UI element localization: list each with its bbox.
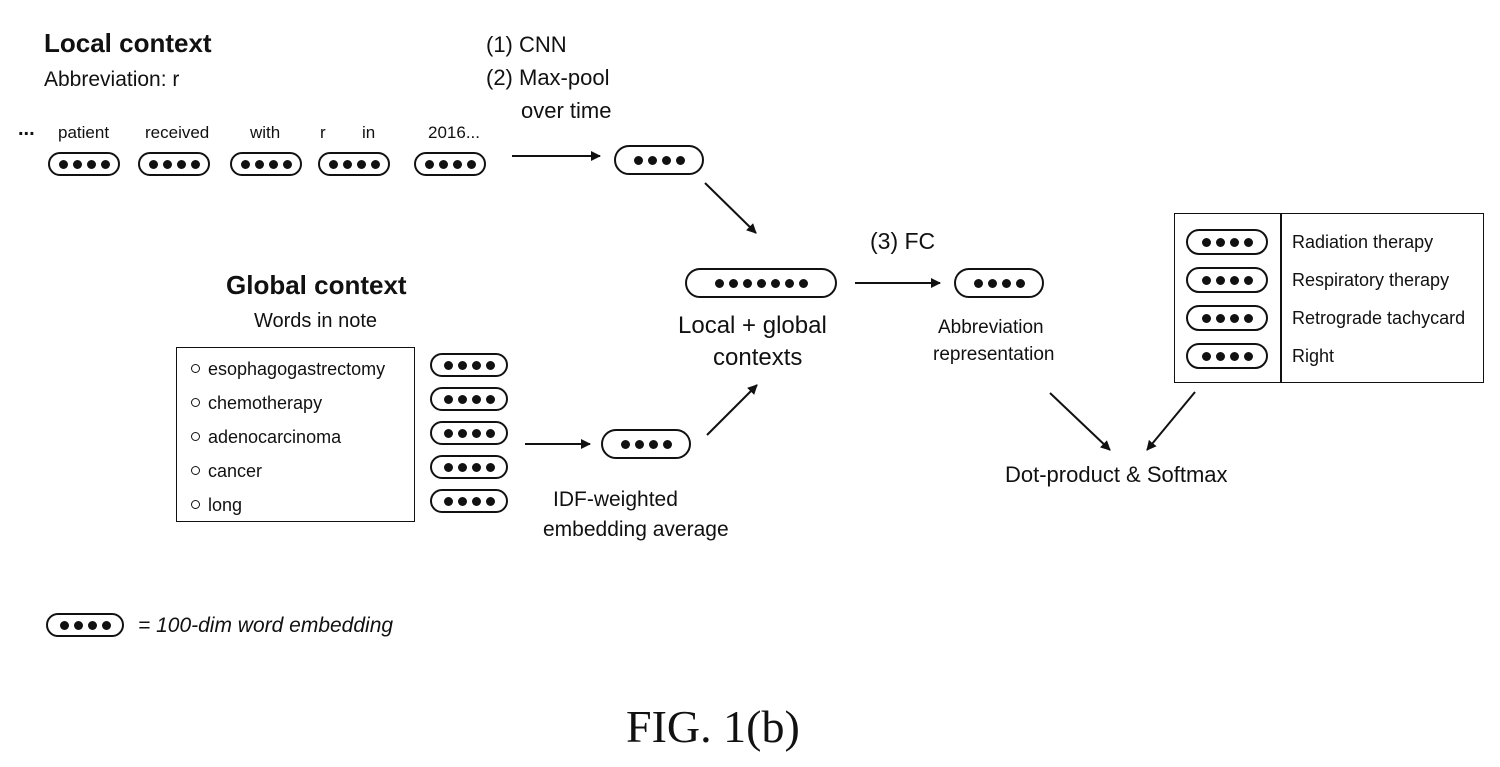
idf-label-line1: IDF-weighted (553, 488, 678, 511)
legend-text: = 100-dim word embedding (138, 614, 394, 637)
sense-embedding-4 (1186, 343, 1268, 369)
note-embedding-4 (430, 455, 508, 479)
abbrev-rep-line1: Abbreviation (938, 317, 1044, 338)
abbrev-rep-line2: representation (933, 344, 1055, 365)
idf-label-line2: embedding average (543, 518, 729, 541)
sense-embedding-3 (1186, 305, 1268, 331)
global-context-subtitle: Words in note (254, 310, 378, 332)
local-embedding-1 (48, 152, 120, 176)
combined-label-line1: Local + global (678, 312, 827, 339)
local-word-with: with (250, 123, 281, 142)
figure-label: FIG. 1(b) (626, 701, 800, 752)
sense-label-3: Retrograde tachycard (1292, 308, 1466, 328)
local-embedding-2 (138, 152, 210, 176)
legend-embedding (46, 613, 124, 637)
abbreviation-representation-embedding (954, 268, 1044, 298)
idf-average-embedding (601, 429, 691, 459)
note-word-4: cancer (191, 461, 262, 482)
words-in-note-box (176, 347, 415, 522)
arrow-rep-to-output (1049, 392, 1111, 451)
sense-embedding-2 (1186, 267, 1268, 293)
senses-divider (1280, 214, 1282, 382)
local-word-2016: 2016... (428, 123, 480, 142)
local-word-patient: patient (58, 123, 110, 142)
local-embedding-3 (230, 152, 302, 176)
note-word-5: long (191, 495, 242, 516)
arrow-senses-to-output (1146, 391, 1196, 451)
step-maxpool-line1: (2) Max-pool (486, 65, 610, 90)
arrow-global-to-combined (706, 384, 758, 436)
note-word-3: adenocarcinoma (191, 427, 341, 448)
sense-label-4: Right (1292, 346, 1335, 366)
sense-label-1: Radiation therapy (1292, 232, 1434, 252)
local-word-r: r (320, 123, 326, 142)
note-embedding-5 (430, 489, 508, 513)
note-embedding-1 (430, 353, 508, 377)
step-cnn: (1) CNN (486, 32, 567, 57)
note-embedding-2 (430, 387, 508, 411)
local-context-title: Local context (44, 28, 212, 58)
note-embedding-3 (430, 421, 508, 445)
arrow-local-to-combined (704, 182, 757, 234)
global-context-title: Global context (226, 270, 407, 300)
note-word-2: chemotherapy (191, 393, 322, 414)
combined-embedding (685, 268, 837, 298)
local-word-in: in (362, 123, 376, 142)
cnn-output-embedding (614, 145, 704, 175)
local-word-received: received (145, 123, 210, 142)
step-maxpool-line2: over time (521, 98, 612, 123)
local-embedding-5 (414, 152, 486, 176)
abbreviation-label: Abbreviation: r (44, 68, 180, 91)
output-label: Dot-product & Softmax (1005, 462, 1228, 487)
local-embedding-4 (318, 152, 390, 176)
note-word-1: esophagogastrectomy (191, 359, 385, 380)
step-fc: (3) FC (870, 228, 936, 254)
sense-embedding-1 (1186, 229, 1268, 255)
sense-label-2: Respiratory therapy (1292, 270, 1450, 290)
combined-label-line2: contexts (713, 344, 803, 371)
ellipsis: ... (18, 118, 35, 140)
